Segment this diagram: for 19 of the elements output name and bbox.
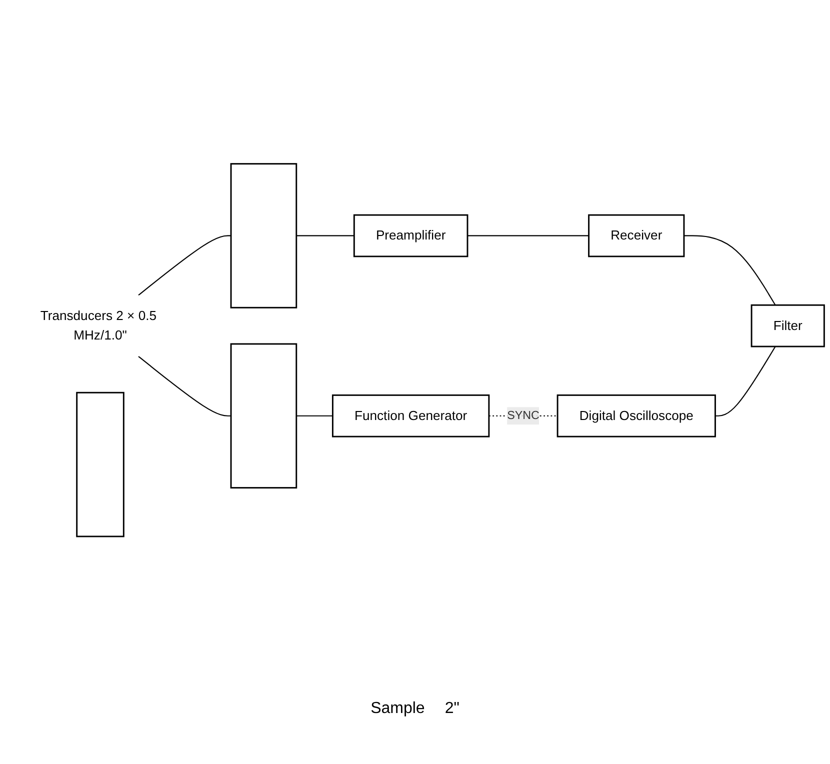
node-box: Filter (750, 304, 825, 348)
node-box (230, 343, 298, 488)
edge-label: SYNC (507, 409, 540, 422)
connector (468, 235, 589, 236)
node-box: Preamplifier (353, 214, 468, 258)
sample-label: Sample (370, 700, 425, 717)
node-box: Receiver (588, 214, 685, 258)
connector (138, 356, 231, 416)
connector (715, 346, 776, 416)
node-text: Transducers 2 × 0.5 MHz/1.0" (40, 308, 157, 342)
sample-label: 2" (444, 700, 460, 717)
connector (296, 415, 333, 416)
connector (684, 235, 776, 306)
node-box: Digital Oscilloscope (556, 394, 716, 438)
connector (138, 235, 231, 296)
node-box: Function Generator (332, 394, 490, 438)
node-box (230, 162, 298, 308)
node-bar (76, 392, 124, 538)
connector (296, 235, 354, 236)
